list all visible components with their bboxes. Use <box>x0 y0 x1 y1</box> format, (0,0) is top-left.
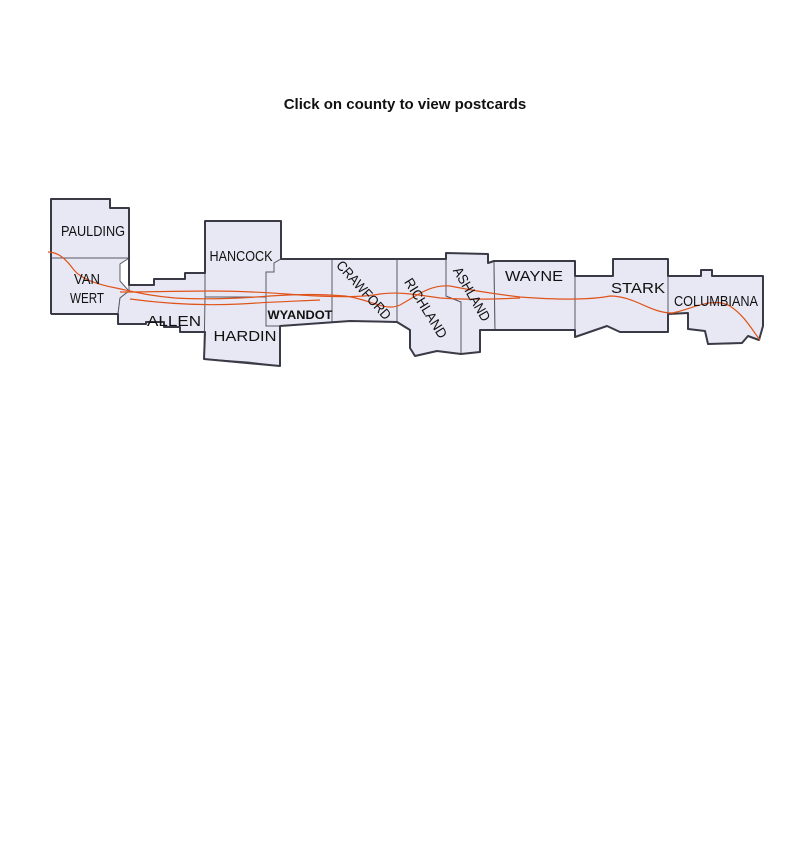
county-label-wayne[interactable]: WAYNE <box>505 268 563 285</box>
route-line-alternate <box>129 298 321 306</box>
county-label-wyandot[interactable]: WYANDOT <box>268 308 334 322</box>
region-outline <box>50 198 764 367</box>
highway-routes <box>47 251 761 341</box>
route-line-main <box>47 251 761 341</box>
county-label-paulding[interactable]: PAULDING <box>61 223 125 240</box>
county-label-van[interactable]: VAN <box>74 271 100 288</box>
county-label-hancock[interactable]: HANCOCK <box>210 248 273 265</box>
county-label-wert[interactable]: WERT <box>70 290 104 307</box>
route-line-secondary <box>119 290 521 300</box>
county-label-hardin[interactable]: HARDIN <box>214 328 277 345</box>
map-instruction: Click on county to view postcards <box>283 96 527 113</box>
county-label-stark[interactable]: STARK <box>611 280 665 297</box>
county-label-columbiana[interactable]: COLUMBIANA <box>674 293 758 310</box>
county-label-allen[interactable]: ALLEN <box>147 313 201 330</box>
